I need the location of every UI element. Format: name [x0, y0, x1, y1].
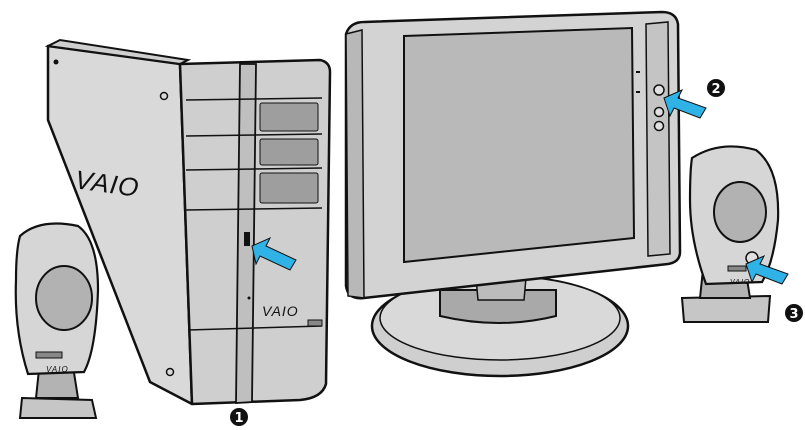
callout-3: 3 — [785, 304, 803, 322]
right-speaker: VAIO — [682, 146, 778, 322]
tower-front-logo: VAIO — [262, 303, 299, 319]
right-speaker-logo: VAIO — [730, 279, 750, 286]
left-speaker: VAIO — [16, 224, 98, 418]
tower-power-button[interactable] — [244, 232, 250, 246]
right-speaker-cone — [714, 182, 766, 242]
callout-1: 1 — [230, 408, 248, 426]
monitor-power-button[interactable] — [654, 85, 664, 95]
svg-text:2: 2 — [711, 82, 720, 97]
svg-text:3: 3 — [789, 307, 798, 322]
svg-text:1: 1 — [234, 411, 243, 426]
callout-2: 2 — [707, 79, 725, 97]
left-speaker-cone — [36, 266, 92, 330]
lcd-monitor — [346, 12, 680, 376]
left-speaker-logo: VAIO — [46, 365, 69, 374]
monitor-screen — [404, 28, 634, 262]
